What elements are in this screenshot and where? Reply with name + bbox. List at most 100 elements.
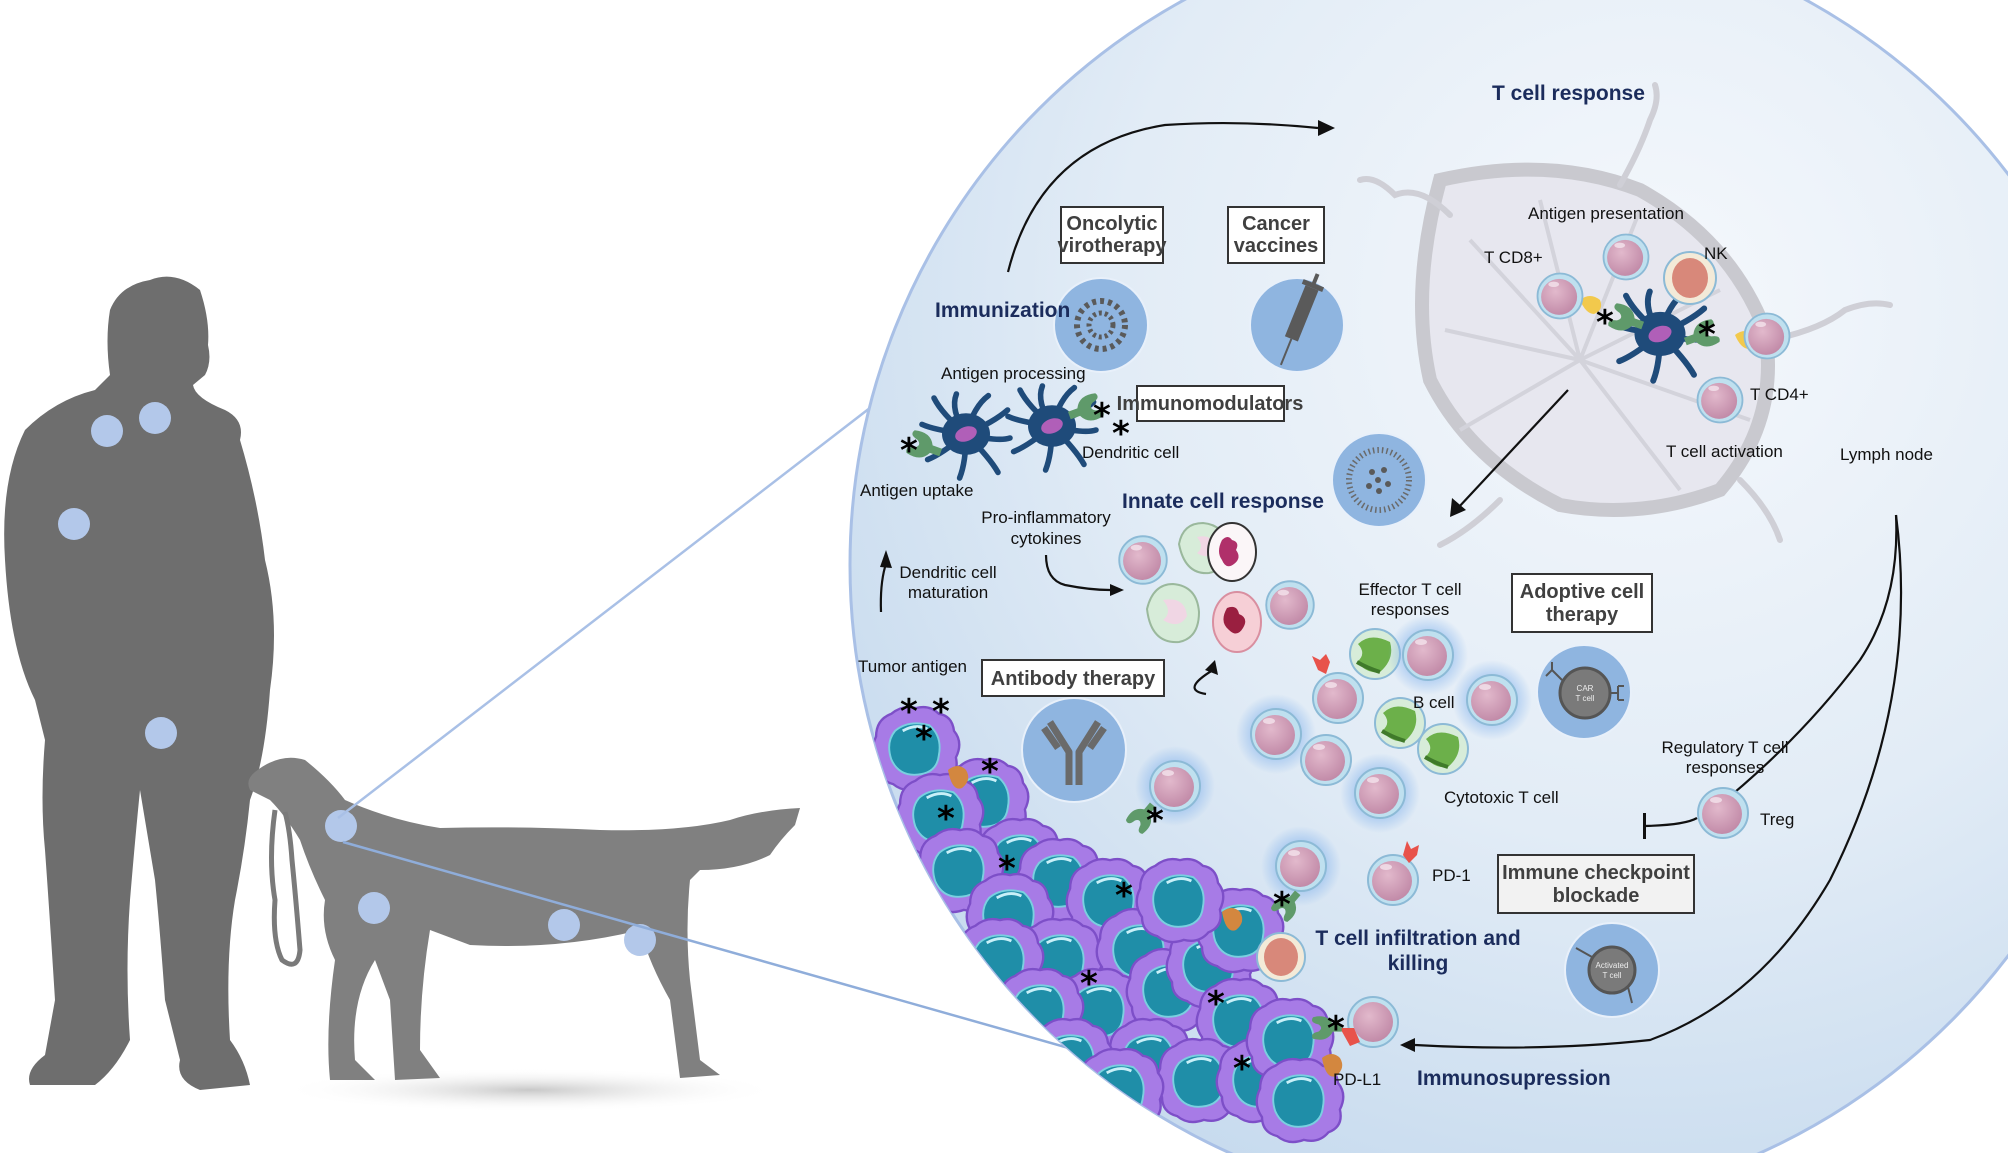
cytotoxic-t-cell	[1340, 753, 1420, 833]
heading-immunosuppression: Immunosupression	[1417, 1067, 1611, 1090]
adoptive-label-1: Adoptive cell	[1520, 581, 1644, 603]
inhibit-treg	[1644, 817, 1698, 828]
macrophage-2	[1145, 582, 1201, 644]
lymph-node-cells	[1536, 233, 1791, 424]
label-dc-maturation-1: Dendritic cell	[899, 563, 996, 582]
antigen-asterisks: * * * * * * * * * * * * * * * * * *	[900, 303, 1716, 1089]
arrow-cytokines	[1044, 554, 1111, 592]
label-treg: Treg	[1760, 810, 1794, 829]
innate-cells	[1118, 521, 1315, 653]
label-dendritic-cell: Dendritic cell	[1082, 443, 1179, 462]
therapy-box-checkpoint: Immune checkpoint blockade	[1497, 854, 1695, 914]
antigen-asterisk: *	[1146, 801, 1164, 841]
dog-silhouette	[248, 757, 801, 1080]
antibody-label: Antibody therapy	[991, 668, 1156, 690]
t-cd4-cell-right	[1743, 312, 1791, 360]
oncolytic-label-2: virotherapy	[1058, 235, 1168, 257]
label-cytotoxic: Cytotoxic T cell	[1444, 788, 1559, 807]
vaccines-label-1: Cancer	[1242, 213, 1310, 235]
antigen-presenting-t-cell	[1602, 233, 1650, 281]
activated-label-1: Activated	[1596, 961, 1629, 970]
label-antigen-uptake: Antigen uptake	[860, 481, 973, 500]
antigen-asterisk: *	[1273, 885, 1291, 925]
antigen-asterisk: *	[998, 849, 1016, 889]
antigen-asterisk: *	[1698, 315, 1716, 355]
oncolytic-virus-icon	[1053, 277, 1149, 373]
b-cell-3	[1416, 722, 1470, 776]
marker-human-groin	[145, 717, 177, 749]
effector-t-cell-2	[1452, 660, 1532, 740]
oncolytic-label-1: Oncolytic	[1066, 213, 1157, 235]
label-b-cell: B cell	[1413, 693, 1455, 712]
label-tumor-antigen: Tumor antigen	[858, 657, 967, 676]
therapy-box-oncolytic: Oncolytic virotherapy	[1058, 206, 1168, 264]
label-antigen-processing: Antigen processing	[941, 364, 1086, 383]
pd1-receptor-2	[1403, 841, 1419, 863]
label-pd1: PD-1	[1432, 866, 1471, 885]
pdl1-t-cell	[1347, 996, 1399, 1048]
effector-cells	[1135, 615, 1749, 1048]
marker-dog-shoulder	[358, 892, 390, 924]
label-effector-2: responses	[1371, 600, 1449, 619]
label-regulatory-1: Regulatory T cell	[1662, 738, 1789, 757]
tumor-side-receptors	[948, 766, 1343, 1077]
checkpoint-label-1: Immune checkpoint	[1502, 862, 1690, 884]
arrow-regulatory	[1716, 514, 1898, 808]
marker-dog-neck	[325, 810, 357, 842]
antigen-asterisk: *	[1596, 303, 1614, 343]
immunomodulator-icon	[1331, 432, 1427, 528]
activated-t-cell-icon: Activated T cell	[1564, 922, 1660, 1018]
antigen-asterisk: *	[932, 692, 950, 732]
arrow-immunosuppression	[1414, 514, 1903, 1049]
car-t-label-1: CAR	[1577, 684, 1594, 693]
antigen-asterisk: *	[1233, 1049, 1251, 1089]
pd1-t-cell-1	[1312, 672, 1364, 724]
therapy-box-immunomodulators: Immunomodulators	[1117, 385, 1304, 422]
neutrophil	[1207, 522, 1257, 582]
antigen-asterisk: *	[1115, 876, 1133, 916]
nk-cell-tumor	[1256, 932, 1306, 982]
antigen-asterisk: *	[915, 719, 933, 759]
label-pro-inflammatory-1: Pro-inflammatory	[981, 508, 1111, 527]
arrow-immunization-to-tcell	[1006, 121, 1319, 273]
marker-human-armpit	[58, 508, 90, 540]
lymph-node-markers	[58, 402, 656, 956]
label-antigen-presentation: Antigen presentation	[1528, 204, 1684, 223]
heading-innate-cell-response: Innate cell response	[1122, 490, 1324, 513]
marker-dog-belly	[548, 909, 580, 941]
nk-cell	[1663, 251, 1717, 305]
label-nk: NK	[1704, 244, 1728, 263]
t-cd4-cell	[1696, 376, 1744, 424]
immunomodulators-label: Immunomodulators	[1117, 393, 1304, 415]
marker-human-neck-2	[139, 402, 171, 434]
antigen-asterisk: *	[981, 752, 999, 792]
label-t-cd4: T CD4+	[1750, 385, 1809, 404]
arrowheads	[880, 120, 1646, 1052]
arrow-lymph-to-innate	[1457, 389, 1569, 509]
heading-t-cell-response: T cell response	[1492, 82, 1645, 105]
treg-cell	[1697, 787, 1749, 839]
therapy-box-adoptive: Adoptive cell therapy	[1511, 573, 1653, 633]
antigen-asterisk: *	[1093, 396, 1111, 436]
heading-immunization: Immunization	[935, 299, 1070, 322]
label-dc-maturation-2: maturation	[908, 583, 988, 602]
human-silhouette	[4, 276, 275, 1091]
arrow-effector-to-innate	[1193, 669, 1214, 696]
label-pro-inflammatory-2: cytokines	[1011, 529, 1082, 548]
t-cd8-cell	[1536, 272, 1584, 320]
marker-dog-hip	[624, 924, 656, 956]
antigen-asterisk: *	[1207, 984, 1225, 1024]
pd1-receptor-1	[1312, 654, 1330, 674]
label-effector-1: Effector T cell	[1359, 580, 1462, 599]
adoptive-label-2: therapy	[1546, 604, 1619, 626]
label-regulatory-2: responses	[1686, 758, 1764, 777]
therapy-box-vaccines: Cancer vaccines	[1227, 206, 1325, 264]
activated-label-2: T cell	[1603, 971, 1622, 980]
antigen-asterisk: *	[900, 692, 918, 732]
antibody-icon	[1021, 697, 1127, 803]
label-t-cell-activation: T cell activation	[1666, 442, 1783, 461]
arrow-dc-maturation	[879, 566, 887, 613]
heading-t-cell-infiltration-1: T cell infiltration and	[1315, 927, 1520, 950]
marker-human-neck-1	[91, 415, 123, 447]
